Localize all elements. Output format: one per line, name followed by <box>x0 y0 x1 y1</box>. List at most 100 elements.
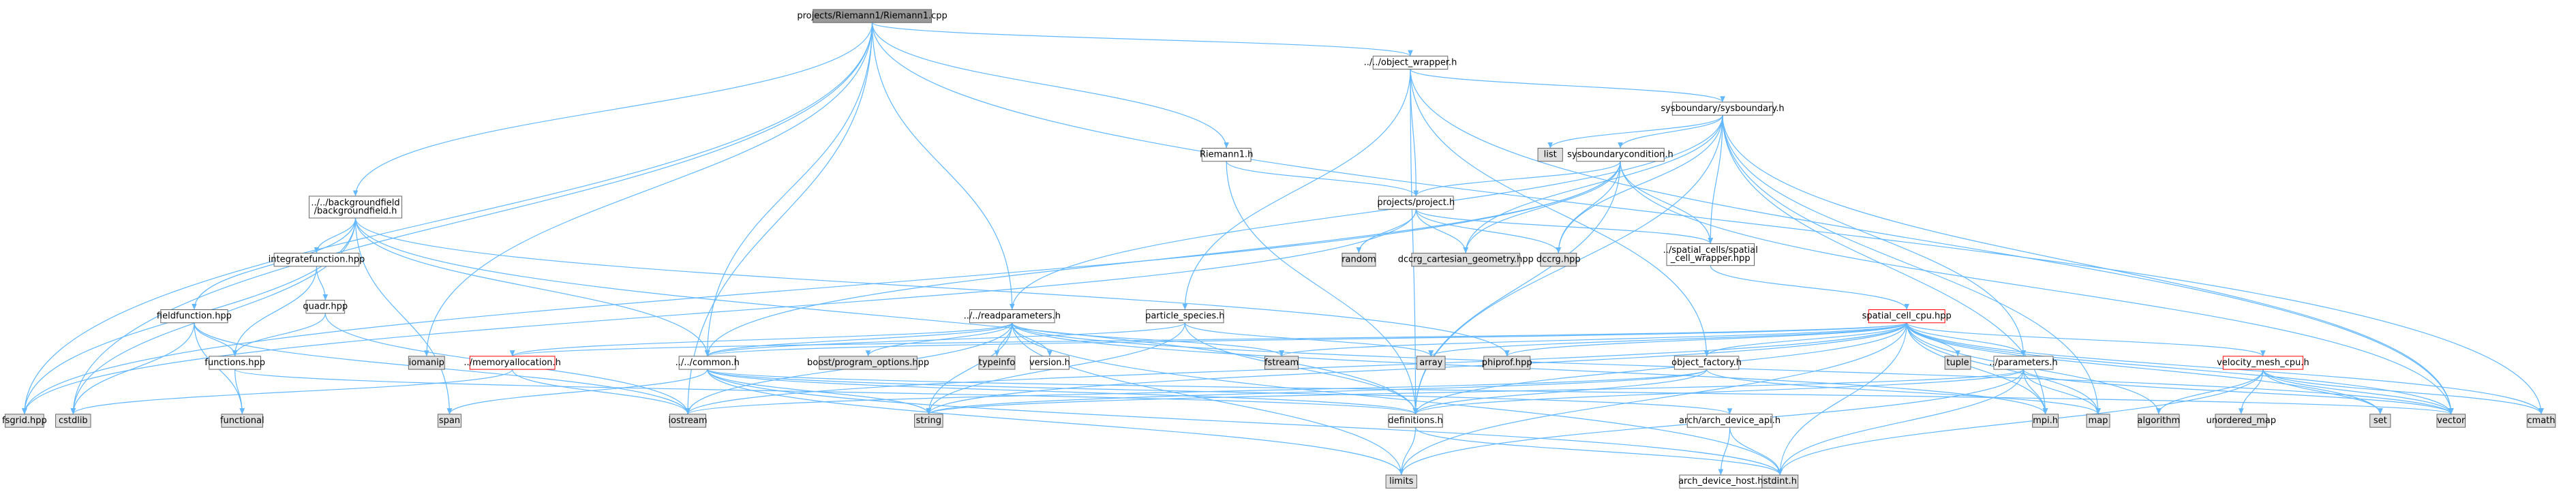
node-quadr[interactable]: quadr.hpp <box>303 300 348 314</box>
node-archapi[interactable]: arch/arch_device_api.h <box>1679 414 1781 428</box>
node-integratefn[interactable]: integratefunction.hpp <box>269 253 365 267</box>
node-spatialcpu[interactable]: spatial_cell_cpu.hpp <box>1862 309 1952 324</box>
node-label: _cell_wrapper.hpp <box>1670 253 1751 264</box>
edge-spatialcpu-to-fstream <box>1279 322 1907 357</box>
node-box <box>408 356 445 370</box>
node-archhost[interactable]: arch_device_host.h <box>1678 474 1763 489</box>
node-box <box>1146 309 1224 324</box>
edge-riemann1h-to-definitions <box>1226 161 1419 414</box>
node-random[interactable]: random <box>1342 253 1376 267</box>
node-limits[interactable]: limits <box>1385 474 1417 489</box>
node-fstream[interactable]: fstream <box>1264 356 1299 370</box>
node-spatialwrap[interactable]: ../spatial_cells/spatial_cell_wrapper.hp… <box>1663 243 1758 266</box>
node-fsgrid[interactable]: fsgrid.hpp <box>2 414 47 428</box>
edge-readparams-to-memalloc <box>510 322 1013 357</box>
node-label: set <box>2374 416 2387 426</box>
node-functional[interactable]: functional <box>220 414 264 428</box>
node-box <box>2526 414 2556 428</box>
node-label: ../../readparameters.h <box>964 311 1061 322</box>
edge-quadr-to-functions <box>232 313 326 356</box>
node-span[interactable]: span <box>437 414 461 428</box>
node-box <box>669 414 706 428</box>
edge-root-to-iomanip <box>423 22 873 356</box>
edge-spatialcpu-to-params <box>1906 322 2027 357</box>
node-box <box>160 309 228 324</box>
node-iostream[interactable]: iostream <box>668 414 708 428</box>
edge-params-to-stdint <box>1777 369 2024 476</box>
node-map[interactable]: map <box>2086 414 2110 428</box>
node-box <box>469 356 556 370</box>
node-label: arch/arch_device_api.h <box>1679 416 1781 426</box>
node-projproj[interactable]: projects/project.h <box>1377 196 1455 210</box>
node-cmath[interactable]: cmath <box>2526 414 2556 428</box>
node-label: dccrg.hpp <box>1536 255 1581 265</box>
node-label: projects/project.h <box>1377 198 1455 208</box>
node-list[interactable]: list <box>1537 148 1563 162</box>
node-riemann1h[interactable]: Riemann1.h <box>1200 148 1253 162</box>
node-boostpo[interactable]: boost/program_options.hpp <box>807 356 929 370</box>
edge-root-to-backgroundfield <box>352 22 873 196</box>
edge-backgroundfield-to-span <box>354 217 453 414</box>
node-box <box>1030 356 1070 370</box>
node-label: limits <box>1389 476 1414 487</box>
node-string[interactable]: string <box>914 414 943 428</box>
node-algorithm[interactable]: algorithm <box>2137 414 2180 428</box>
node-array[interactable]: array <box>1416 356 1446 370</box>
node-common[interactable]: ../../common.h <box>676 356 740 370</box>
node-vector[interactable]: vector <box>2436 414 2466 428</box>
node-box <box>1993 356 2054 370</box>
node-dccrgcart[interactable]: dccrg_cartesian_geometry.hpp <box>1398 253 1534 267</box>
node-fieldfn[interactable]: fieldfunction.hpp <box>157 309 232 324</box>
node-phiprof[interactable]: phiprof.hpp <box>1482 356 1532 370</box>
node-box <box>914 414 943 428</box>
node-label: spatial_cell_cpu.hpp <box>1862 311 1952 322</box>
node-box <box>2215 414 2268 428</box>
node-memalloc[interactable]: ../memoryallocation.h <box>464 356 561 370</box>
edge-spatialcpu-to-stdint <box>1777 322 1907 476</box>
edge-common-to-string <box>707 369 932 415</box>
edge-root-to-objwrap <box>871 22 1413 57</box>
node-velmesh[interactable]: velocity_mesh_cpu.h <box>2217 356 2309 370</box>
edge-root-to-fsgrid <box>22 22 873 414</box>
node-tuple[interactable]: tuple <box>1944 356 1971 370</box>
edge-objfactory-to-definitions <box>1412 369 1708 415</box>
edge-sysbound-to-list <box>1547 114 1723 149</box>
node-readparams[interactable]: ../../readparameters.h <box>964 309 1061 324</box>
node-versionh[interactable]: version.h <box>1029 356 1070 370</box>
node-definitions[interactable]: definitions.h <box>1388 414 1443 428</box>
edge-spatialcpu-to-memalloc <box>510 322 1907 357</box>
node-params[interactable]: ../parameters.h <box>1989 356 2058 370</box>
node-label: cstdlib <box>59 416 88 426</box>
node-label: sysboundary/sysboundary.h <box>1661 104 1784 114</box>
node-label: ../../common.h <box>676 358 740 368</box>
node-typeinfo[interactable]: typeinfo <box>978 356 1016 370</box>
node-dccrg[interactable]: dccrg.hpp <box>1536 253 1581 267</box>
node-mpih[interactable]: mpi.h <box>2032 414 2059 428</box>
edge-objwrap-to-sysbound <box>1410 68 1725 103</box>
node-label: projects/Riemann1/Riemann1.cpp <box>797 11 947 21</box>
node-cstdlib[interactable]: cstdlib <box>55 414 91 428</box>
edge-spatialcpu-to-velmesh <box>1906 322 2266 357</box>
edge-root-to-iostream <box>685 22 873 414</box>
node-syscond[interactable]: sysboundarycondition.h <box>1567 148 1673 162</box>
node-label: tuple <box>1946 358 1969 368</box>
node-box <box>209 356 261 370</box>
edge-sysbound-to-readparams <box>1009 115 1723 310</box>
edge-velmesh-to-cmath <box>2262 369 2544 415</box>
node-objwrap[interactable]: ../../object_wrapper.h <box>1364 55 1457 70</box>
node-box <box>1388 414 1443 428</box>
node-sysbound[interactable]: sysboundary/sysboundary.h <box>1661 102 1785 116</box>
node-iomanip[interactable]: iomanip <box>408 356 445 370</box>
node-set[interactable]: set <box>2369 414 2391 428</box>
edge-integratefn-to-quadr <box>316 266 329 300</box>
node-backgroundfield[interactable]: ../../backgroundfield/backgroundfield.h <box>308 196 403 219</box>
edge-readparams-to-stdint <box>1012 322 1783 476</box>
node-objfactory[interactable]: object_factory.h <box>1671 356 1742 370</box>
node-stdint[interactable]: stdint.h <box>1761 474 1799 489</box>
node-unordmap[interactable]: unordered_map <box>2206 414 2276 428</box>
node-root[interactable]: projects/Riemann1/Riemann1.cpp <box>797 9 948 23</box>
node-functions[interactable]: functions.hpp <box>204 356 265 370</box>
edge-projproj-to-dccrgcart <box>1415 209 1469 253</box>
edge-objwrap-to-particlesp <box>1182 69 1411 310</box>
node-particlesp[interactable]: particle_species.h <box>1145 309 1225 324</box>
